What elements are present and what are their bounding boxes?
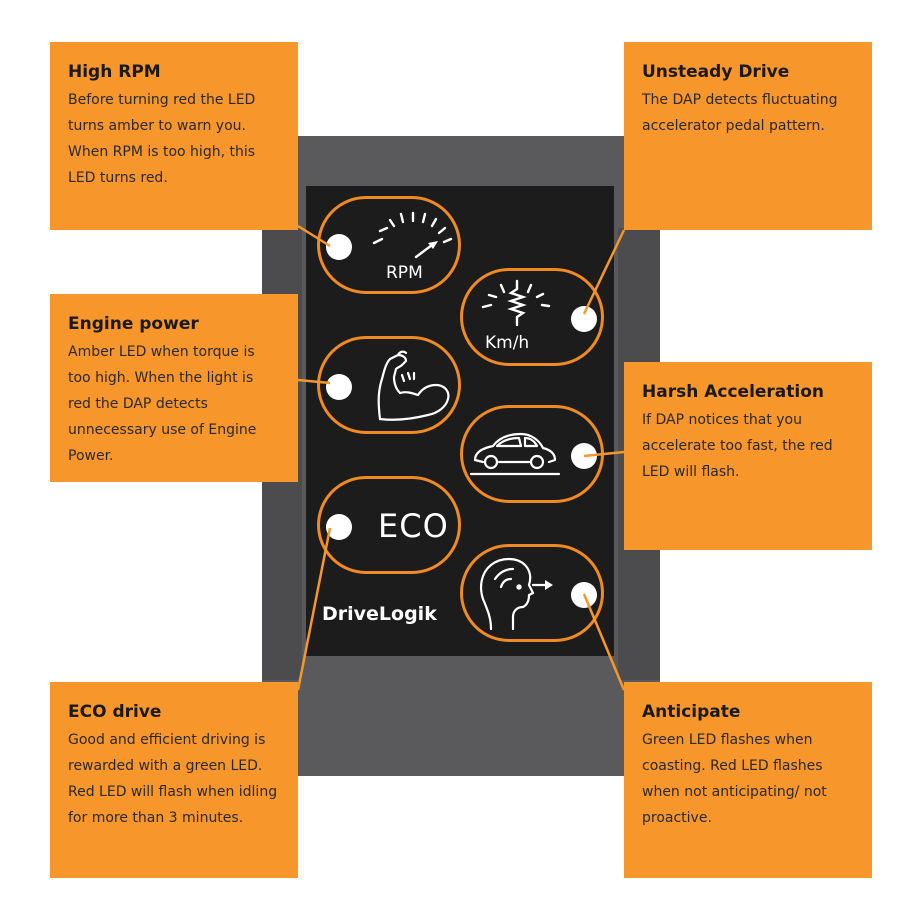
callout-body: The DAP detects fluctuating accelerator … bbox=[642, 92, 838, 134]
callout-title: Anticipate bbox=[642, 702, 741, 722]
callout-body: Green LED flashes when coasting. Red LED… bbox=[642, 732, 827, 826]
callout-body: If DAP notices that you accelerate too f… bbox=[642, 412, 833, 480]
callout-eco-drive: ECO drive Good and efficient driving is … bbox=[50, 682, 298, 878]
pill-eco-drive: ECO bbox=[317, 476, 461, 574]
callout-anticipate: Anticipate Green LED flashes when coasti… bbox=[624, 682, 872, 878]
callout-body: Good and efficient driving is rewarded w… bbox=[68, 732, 278, 826]
callout-engine-power: Engine power Amber LED when torque is to… bbox=[50, 294, 298, 482]
speed-label: Km/h bbox=[485, 333, 530, 353]
rpm-label: RPM bbox=[386, 263, 423, 283]
pill-high-rpm: RPM bbox=[317, 196, 461, 294]
callout-title: Engine power bbox=[68, 314, 199, 334]
head-looking-ahead-icon bbox=[480, 557, 553, 631]
led-unsteady-drive bbox=[571, 306, 597, 332]
brand-logo: DriveLogik bbox=[322, 603, 437, 625]
pill-engine-power bbox=[317, 336, 461, 434]
speedometer-icon bbox=[481, 279, 551, 327]
led-eco-drive bbox=[326, 514, 352, 540]
callout-title: High RPM bbox=[68, 62, 161, 82]
callout-high-rpm: High RPM Before turning red the LED turn… bbox=[50, 42, 298, 230]
car-icon bbox=[469, 432, 561, 476]
callout-title: ECO drive bbox=[68, 702, 162, 722]
led-high-rpm bbox=[326, 234, 352, 260]
callout-harsh-acceleration: Harsh Acceleration If DAP notices that y… bbox=[624, 362, 872, 550]
callout-body: Before turning red the LED turns amber t… bbox=[68, 92, 256, 186]
callout-body: Amber LED when torque is too high. When … bbox=[68, 344, 257, 464]
eco-label: ECO bbox=[378, 507, 449, 545]
callout-title: Unsteady Drive bbox=[642, 62, 790, 82]
flexed-arm-icon bbox=[377, 350, 450, 421]
callout-title: Harsh Acceleration bbox=[642, 382, 825, 402]
led-engine-power bbox=[326, 374, 352, 400]
tachometer-icon bbox=[372, 211, 453, 259]
pill-unsteady-drive: Km/h bbox=[460, 268, 604, 366]
callout-unsteady-drive: Unsteady Drive The DAP detects fluctuati… bbox=[624, 42, 872, 230]
